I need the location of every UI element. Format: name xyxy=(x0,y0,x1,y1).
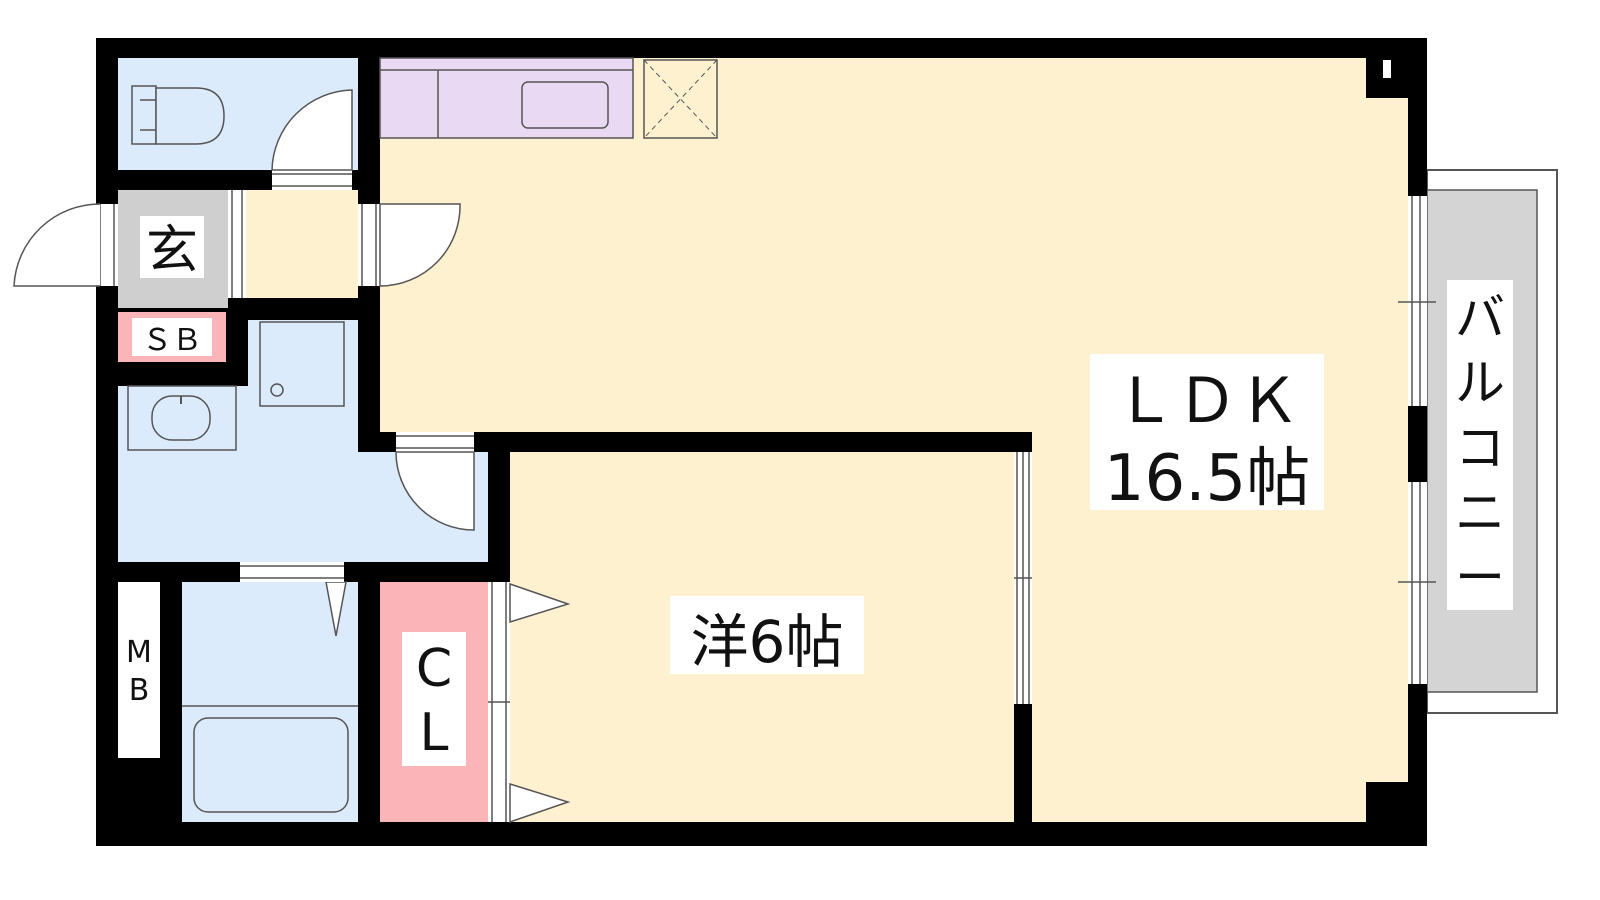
western-room: 洋6帖 xyxy=(510,452,1014,822)
closet-door-lower xyxy=(509,782,571,824)
closet-label-c: C xyxy=(416,639,452,699)
balcony-char-1: バ xyxy=(1455,289,1505,347)
front-door-swing xyxy=(13,203,101,287)
bathtub xyxy=(193,717,349,813)
meter-box-label-b: B xyxy=(129,673,150,708)
meter-box-label-m: M xyxy=(126,635,152,670)
bathroom xyxy=(182,581,358,822)
doors xyxy=(13,89,1436,824)
closet-door-upper xyxy=(509,582,571,624)
shoe-box: ＳＢ xyxy=(118,312,226,362)
meter-box: M B xyxy=(118,582,160,758)
ldk-title: ＬＤＫ xyxy=(1114,364,1300,437)
toilet-door-swing xyxy=(271,89,353,171)
hallway xyxy=(246,190,358,298)
balcony-char-3: コ xyxy=(1455,419,1505,477)
entrance-label: 玄 xyxy=(146,221,198,281)
refrigerator-space xyxy=(643,59,718,139)
ldk-size: 16.5帖 xyxy=(1104,442,1311,516)
entrance: 玄 xyxy=(118,190,228,308)
front-door-gap xyxy=(96,204,118,286)
ldk-floor xyxy=(380,58,1408,822)
balcony-char-2: ル xyxy=(1455,354,1505,412)
balcony: バ ル コ ニ ー xyxy=(1426,169,1558,714)
closet-label-l: L xyxy=(420,703,449,763)
toilet-tank xyxy=(131,85,157,145)
washing-machine-space xyxy=(259,321,345,407)
kitchen-counter xyxy=(379,57,718,139)
washroom xyxy=(118,320,488,562)
pillar-bottom-right xyxy=(1366,782,1408,822)
western-room-label: 洋6帖 xyxy=(691,608,844,676)
drain xyxy=(270,383,284,397)
toilet-bowl xyxy=(155,87,225,145)
balcony-char-4: ニ xyxy=(1455,484,1505,542)
balcony-label-bg xyxy=(1447,280,1513,610)
washroom-door-swing xyxy=(395,451,475,531)
ldk-label: ＬＤＫ 16.5帖 xyxy=(1090,354,1324,516)
shoe-box-label: ＳＢ xyxy=(142,323,202,358)
balcony-char-5: ー xyxy=(1455,549,1505,607)
kitchen-sink xyxy=(521,81,609,129)
closet: C L xyxy=(380,582,488,822)
ldk-door-swing xyxy=(379,203,461,287)
